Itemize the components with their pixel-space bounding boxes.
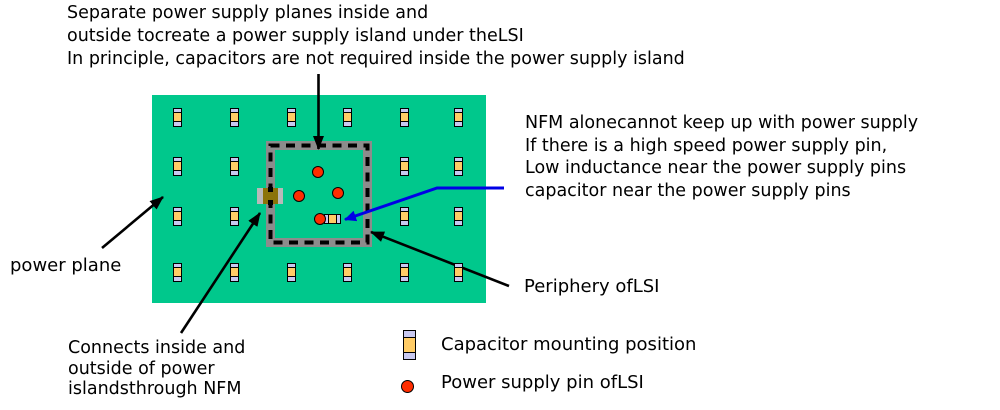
- legend-capacitor-label: Capacitor mounting position: [441, 334, 697, 355]
- capacitor-icon: [172, 262, 182, 282]
- top-note-line: Separate power supply planes inside and: [67, 3, 429, 23]
- boundary-dash-tick: [267, 200, 273, 205]
- capacitor-icon: [399, 262, 409, 282]
- top-note: Separate power supply planes inside and …: [67, 2, 685, 71]
- legend-power-pin-label: Power supply pin ofLSI: [441, 372, 644, 393]
- capacitor-icon: [453, 107, 463, 127]
- nfm-component: [257, 187, 283, 205]
- capacitor-icon: [172, 107, 182, 127]
- power-pin-icon: [292, 189, 305, 202]
- right-note-line: If there is a high speed power supply pi…: [525, 135, 888, 156]
- right-note-line: capacitor near the power supply pins: [525, 180, 851, 201]
- right-note: NFM alonecannot keep up with power suppl…: [525, 112, 918, 202]
- capacitor-icon: [172, 206, 182, 226]
- nfm-terminal: [257, 188, 263, 204]
- connects-note-line: Connects inside and: [68, 338, 246, 358]
- capacitor-icon: [453, 206, 463, 226]
- power-pin-icon: [313, 212, 326, 225]
- capacitor-icon: [286, 262, 296, 282]
- right-note-line: Low inductance near the power supply pin…: [525, 158, 907, 178]
- capacitor-icon: [172, 156, 182, 176]
- boundary-dash-tick: [267, 187, 273, 192]
- legend-power-pin-icon: [401, 380, 414, 393]
- capacitor-icon: [399, 206, 409, 226]
- legend-capacitor-icon: [403, 330, 416, 360]
- top-note-line: outside tocreate a power supply island u…: [67, 26, 524, 46]
- top-note-line: In principle, capacitors are not require…: [67, 49, 685, 69]
- capacitor-icon: [342, 262, 352, 282]
- capacitor-icon: [453, 156, 463, 176]
- capacitor-icon: [229, 107, 239, 127]
- capacitor-icon: [453, 262, 463, 282]
- nfm-body: [262, 188, 278, 204]
- periphery-label: Periphery ofLSI: [524, 276, 660, 297]
- capacitor-icon: [399, 107, 409, 127]
- nfm-terminal: [277, 188, 283, 204]
- capacitor-icon: [229, 206, 239, 226]
- power-pin-icon: [311, 165, 324, 178]
- capacitor-icon: [399, 156, 409, 176]
- power-plane-label: power plane: [10, 255, 122, 276]
- island-capacitor-icon: [324, 214, 341, 224]
- right-note-line: NFM alonecannot keep up with power suppl…: [525, 113, 919, 133]
- capacitor-icon: [342, 107, 352, 127]
- capacitor-icon: [286, 107, 296, 127]
- connects-note-line: islandsthrough NFM: [68, 379, 242, 399]
- capacitor-icon: [229, 262, 239, 282]
- power-pin-icon: [331, 186, 344, 199]
- connects-note: Connects inside and outside of power isl…: [68, 338, 245, 400]
- connects-note-line: outside of power: [68, 358, 215, 379]
- capacitor-icon: [229, 156, 239, 176]
